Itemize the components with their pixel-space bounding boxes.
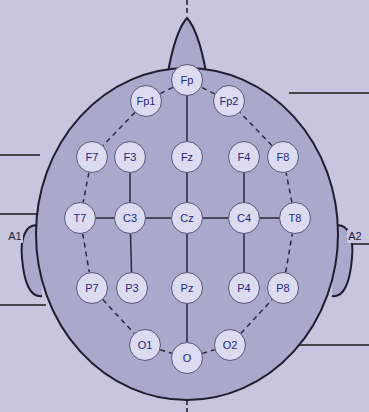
electrode-circle: O2 <box>214 329 246 361</box>
electrode-circle: T8 <box>279 202 311 234</box>
electrode-circle: P8 <box>267 272 299 304</box>
electrode-line <box>146 217 171 219</box>
electrode-label: F4 <box>238 152 251 163</box>
electrode-label: F3 <box>124 152 137 163</box>
electrode-circle: Fz <box>171 141 203 173</box>
electrode-line <box>186 96 188 141</box>
electrode-line <box>131 234 132 272</box>
electrode-circle: Cz <box>171 202 203 234</box>
electrode-label: P4 <box>237 283 250 294</box>
electrode-circle: O1 <box>129 329 161 361</box>
circumference-line <box>83 173 89 203</box>
electrode-line <box>186 234 188 272</box>
electrode-line <box>243 173 245 202</box>
electrode-label: P8 <box>276 283 289 294</box>
electrode-circle: Fp2 <box>213 85 245 117</box>
electrode-label: C3 <box>123 213 137 224</box>
electrode-circle: P3 <box>116 272 148 304</box>
circumference-line <box>286 234 293 272</box>
electrode-label: P3 <box>125 283 138 294</box>
electrode-label: Pz <box>181 283 194 294</box>
ear-reference-label: A1 <box>7 230 22 243</box>
electrode-label: T7 <box>74 213 87 224</box>
electrode-label: O1 <box>138 340 153 351</box>
circumference-line <box>241 300 272 334</box>
circumference-line <box>160 87 173 93</box>
electrode-label: T8 <box>289 213 302 224</box>
electrode-label: C4 <box>237 213 251 224</box>
electrode-line <box>186 173 188 202</box>
electrode-label: Fz <box>181 152 193 163</box>
circumference-line <box>201 87 214 94</box>
electrode-line <box>186 304 188 342</box>
electrode-line <box>243 234 245 272</box>
electrode-line <box>203 217 228 219</box>
electrode-circle: P7 <box>76 272 108 304</box>
electrode-circle: F8 <box>267 141 299 173</box>
circumference-line <box>103 300 134 334</box>
circumference-line <box>83 234 90 272</box>
electrode-line <box>260 217 279 219</box>
electrode-circle: T7 <box>64 202 96 234</box>
electrode-circle: F4 <box>228 141 260 173</box>
electrode-line <box>129 173 131 202</box>
electrode-circle: F3 <box>114 141 146 173</box>
electrode-label: O <box>183 353 192 364</box>
electrode-circle: C4 <box>228 202 260 234</box>
electrode-label: Cz <box>180 213 193 224</box>
electrode-circle: Fp1 <box>130 85 162 117</box>
electrode-circle: C3 <box>114 202 146 234</box>
electrode-circle: Pz <box>171 272 203 304</box>
electrode-label: P7 <box>85 283 98 294</box>
electrode-label: O2 <box>223 340 238 351</box>
circumference-line <box>202 350 214 354</box>
electrode-circle: Fp <box>171 64 203 96</box>
electrode-label: Fp1 <box>137 96 156 107</box>
electrode-label: Fp <box>181 75 194 86</box>
ear-reference-label: A2 <box>347 230 362 243</box>
electrode-label: Fp2 <box>220 96 239 107</box>
electrode-circle: O <box>171 342 203 374</box>
electrode-label: F8 <box>277 152 290 163</box>
circumference-line <box>286 173 292 203</box>
electrode-line <box>96 217 114 219</box>
electrode-circle: F7 <box>76 141 108 173</box>
circumference-line <box>160 350 171 354</box>
electrode-circle: P4 <box>228 272 260 304</box>
electrode-label: F7 <box>86 152 99 163</box>
